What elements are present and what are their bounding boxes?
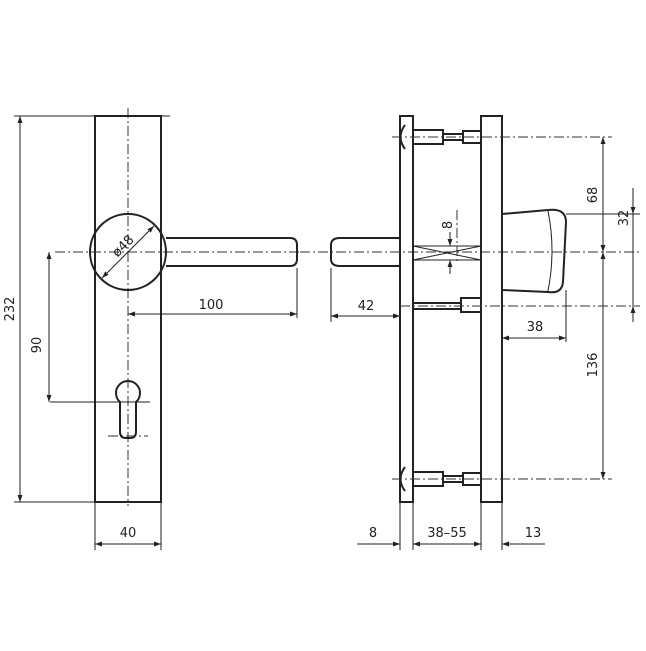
front-view: 232 90 ø48 100 40: [3, 108, 302, 550]
dim-bottom-screw: 136: [586, 353, 601, 378]
dim-plate-thickness: 8: [369, 526, 377, 541]
bottom-screw-nut: [462, 472, 482, 486]
cylinder-guard-edge: [547, 210, 553, 292]
dim-guard-plate-thickness: 13: [525, 526, 542, 541]
top-screw-nut: [462, 130, 482, 144]
dim-line-rosette: [101, 225, 155, 279]
lever-handle: [166, 237, 298, 267]
spindle-cross-2: [412, 245, 482, 261]
square-spindle: [412, 245, 482, 261]
dim-cylinder-guard-depth: 38: [527, 320, 544, 335]
inner-plate: [399, 115, 414, 503]
dim-door-thickness: 38–55: [427, 526, 467, 541]
middle-screw-nut: [460, 297, 482, 313]
dim-height: 232: [3, 297, 18, 322]
side-view: 8 68 32 42 38 136 8 38–55 13: [300, 115, 640, 550]
rosette: [89, 213, 167, 291]
dim-cylinder-guard-top: 32: [617, 210, 632, 227]
cylinder-guard: [501, 208, 568, 294]
dim-top-screw: 68: [586, 187, 601, 204]
guard-plate: [480, 115, 503, 503]
dim-rosette-diameter: ø48: [110, 233, 138, 261]
dim-lever-depth: 42: [358, 299, 375, 314]
dim-square-spindle: 8: [441, 221, 456, 229]
dim-keyhole-offset: 90: [30, 337, 45, 354]
dim-lever-length: 100: [199, 298, 224, 313]
dim-width: 40: [120, 526, 137, 541]
